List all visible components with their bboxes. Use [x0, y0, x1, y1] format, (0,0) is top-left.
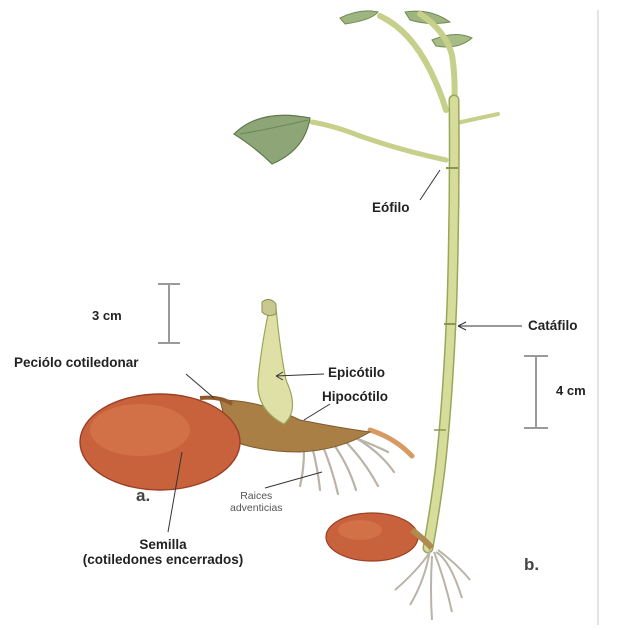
top-bud — [432, 34, 472, 47]
label-eofilo: Eófilo — [372, 200, 410, 215]
label-epicotilo: Epicótilo — [328, 365, 385, 380]
label-raices-line2: adventicias — [230, 502, 283, 514]
label-semilla: Semilla (cotiledones encerrados) — [28, 537, 298, 567]
seed-a-highlight — [90, 404, 190, 456]
label-raices: Raices adventicias — [230, 490, 283, 514]
scale-label-a: 3 cm — [92, 308, 122, 323]
label-catafilo: Catáfilo — [528, 318, 578, 333]
label-raices-line1: Raices — [230, 490, 283, 502]
label-peciolo: Peciólo cotiledonar — [14, 355, 139, 370]
seed-b-highlight — [338, 520, 382, 540]
label-hipocotilo: Hipocótilo — [322, 389, 388, 404]
scale-label-b: 4 cm — [556, 383, 586, 398]
leader-lines — [168, 170, 522, 532]
epicotyl-tip — [262, 299, 276, 315]
panel-label-b: b. — [524, 555, 539, 575]
roots-b — [395, 550, 470, 620]
top-leaf-left — [340, 11, 378, 24]
leaf-petiole — [312, 122, 446, 160]
scale-bar-b — [524, 356, 548, 428]
label-semilla-line2: (cotiledones encerrados) — [28, 552, 298, 567]
epicotyl — [258, 306, 293, 424]
scale-bar-a — [158, 284, 180, 343]
label-semilla-line1: Semilla — [28, 537, 298, 552]
panel-label-a: a. — [136, 486, 150, 506]
